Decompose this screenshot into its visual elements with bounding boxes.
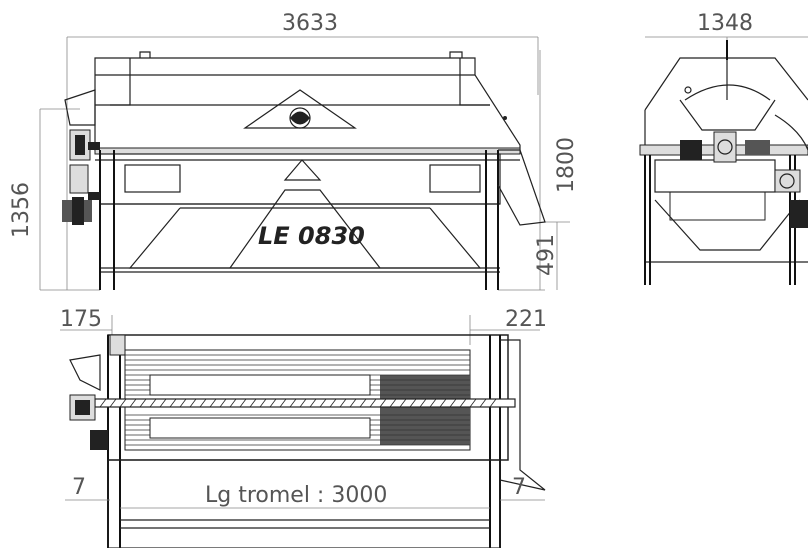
dim-overall-width: 1348	[697, 11, 753, 36]
model-label: LE 0830	[258, 222, 365, 250]
side-view: 1348	[639, 11, 808, 285]
top-view: 175 221	[60, 307, 547, 548]
dim-right-gap: 7	[512, 475, 526, 500]
dim-height-right: 1800	[554, 137, 579, 193]
dim-tromel-length: Lg tromel : 3000	[205, 483, 387, 508]
dim-left-gap: 7	[72, 475, 86, 500]
dim-outlet-height: 491	[534, 234, 559, 276]
dim-left-offset: 175	[60, 307, 102, 332]
dim-height-left: 1356	[9, 182, 34, 238]
dim-right-offset: 221	[505, 307, 547, 332]
front-view: 3633 1356 1800 491	[9, 11, 579, 291]
dim-overall-length: 3633	[282, 11, 338, 36]
